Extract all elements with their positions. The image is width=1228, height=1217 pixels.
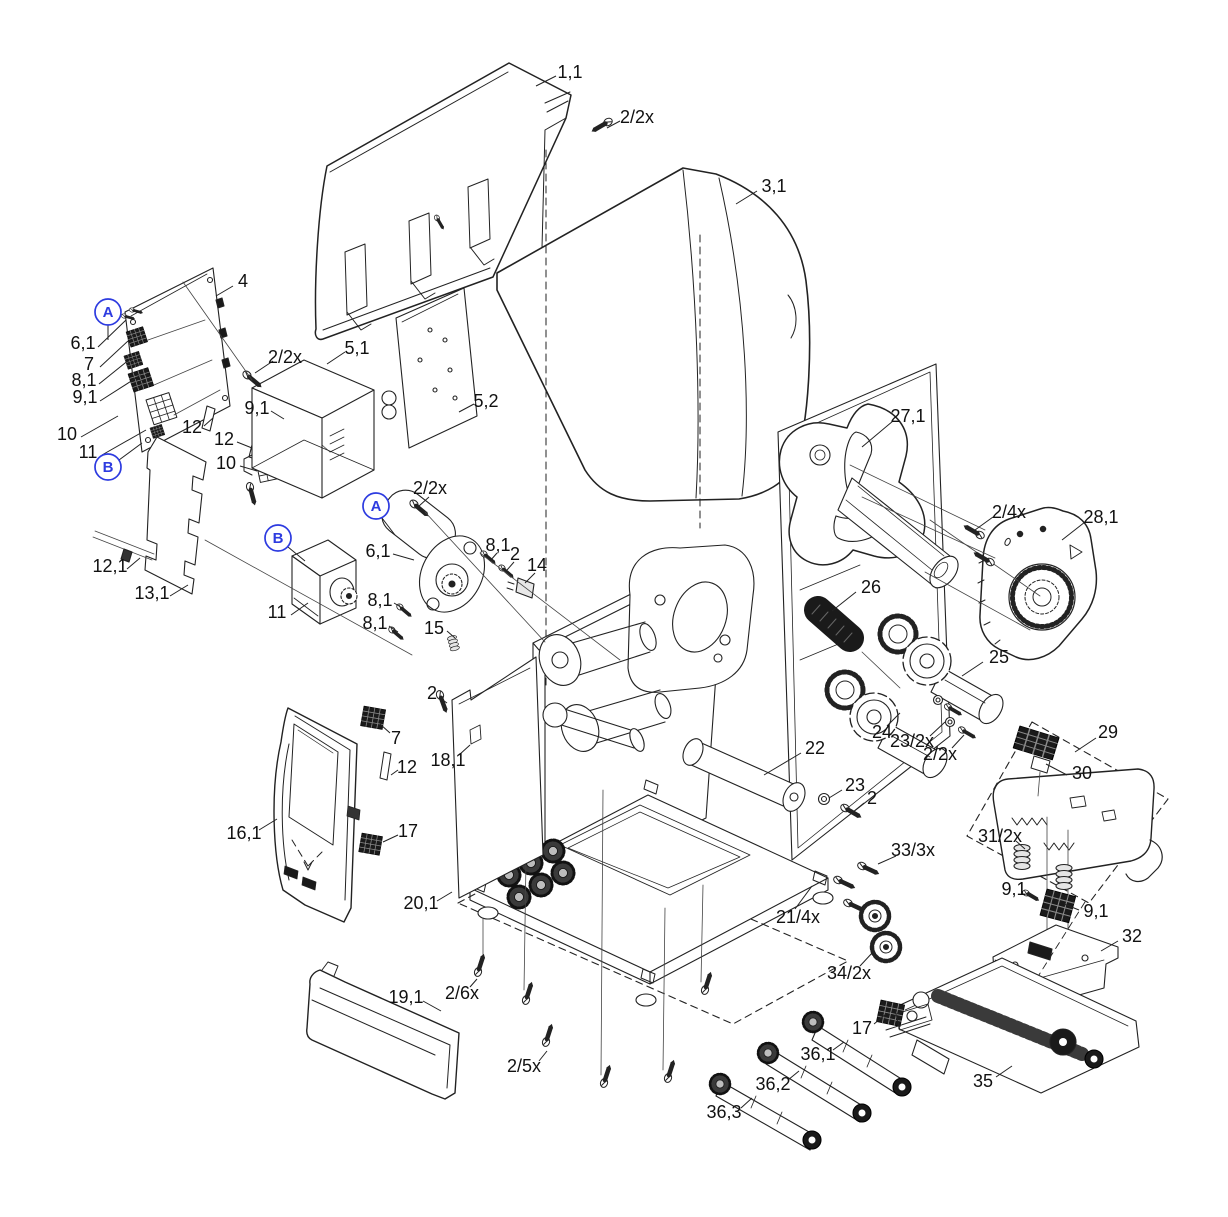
part-label-23/2x: 23/2x [890, 731, 934, 751]
part-label-29: 29 [1098, 722, 1118, 742]
part-label-25: 25 [989, 647, 1009, 667]
part-label-23: 23 [845, 775, 865, 795]
svg-text:A: A [103, 304, 114, 321]
stepper-motor-6-1 [381, 489, 486, 613]
front-cover-19-1 [306, 961, 460, 1100]
part-label-12: 12 [182, 417, 202, 437]
svg-text:B: B [103, 459, 114, 476]
part-label-11: 11 [268, 602, 287, 622]
part-label-2/2x: 2/2x [413, 478, 447, 498]
part-label-22: 22 [805, 738, 825, 758]
part-label-2/2x: 2/2x [620, 107, 654, 127]
part-label-6,1: 6,1 [365, 541, 390, 561]
media-hub-27-1 [778, 403, 959, 589]
part-label-17: 17 [852, 1018, 872, 1038]
part-label-24: 24 [872, 722, 892, 742]
part-label-21/4x: 21/4x [776, 907, 820, 927]
part-label-8,1: 8,1 [485, 535, 510, 555]
part-label-8,1: 8,1 [71, 370, 96, 390]
part-label-36,2: 36,2 [755, 1074, 790, 1094]
part-label-2: 2 [867, 788, 877, 808]
chassis-center [532, 544, 755, 903]
inner-plate-18-1 [451, 656, 544, 899]
part-label-9,1: 9,1 [244, 398, 269, 418]
part-label-5,2: 5,2 [473, 391, 498, 411]
part-label-34/2x: 34/2x [827, 963, 871, 983]
part-label-2/2x: 2/2x [268, 347, 302, 367]
part-label-9,1: 9,1 [1083, 901, 1108, 921]
part-label-36,1: 36,1 [800, 1044, 835, 1064]
callout-A: A [362, 492, 390, 520]
part-label-5,1: 5,1 [344, 338, 369, 358]
part-label-17: 17 [398, 821, 418, 841]
part-label-35: 35 [973, 1071, 993, 1091]
hood-cover-3-1 [496, 149, 811, 689]
gear-motor-11 [291, 539, 358, 625]
part-label-2/6x: 2/6x [445, 983, 479, 1003]
part-label-20,1: 20,1 [403, 893, 438, 913]
part-label-16,1: 16,1 [226, 823, 261, 843]
part-label-9,1: 9,1 [1001, 879, 1026, 899]
part-label-27,1: 27,1 [890, 406, 925, 426]
part-label-33/3x: 33/3x [891, 840, 935, 860]
guide-rollers-36 [708, 1010, 912, 1151]
part-label-8,1: 8,1 [362, 613, 387, 633]
rewind-roller-26 [804, 596, 901, 689]
ribbon-shaft-25 [880, 616, 1004, 725]
callout-B: B [264, 524, 292, 552]
part-label-36,3: 36,3 [706, 1102, 741, 1122]
part-label-12: 12 [214, 429, 234, 449]
part-label-12,1: 12,1 [92, 556, 127, 576]
part-label-8,1: 8,1 [367, 590, 392, 610]
part-label-28,1: 28,1 [1083, 507, 1118, 527]
part-label-11: 11 [79, 442, 98, 462]
small-fasteners-motor-area [385, 498, 535, 714]
callout-A: A [94, 298, 122, 326]
top-cover-panel-1-1 [314, 62, 572, 341]
svg-text:A: A [371, 498, 382, 515]
part-label-26: 26 [861, 577, 881, 597]
part-label-2/5x: 2/5x [507, 1056, 541, 1076]
shaft-fasteners-right [932, 694, 980, 743]
part-label-2/4x: 2/4x [992, 502, 1026, 522]
part-label-2/2x: 2/2x [923, 744, 957, 764]
svg-text:B: B [273, 530, 284, 547]
part-label-15: 15 [424, 618, 444, 638]
part-label-30: 30 [1072, 763, 1092, 783]
part-label-10: 10 [216, 453, 236, 473]
part-label-10: 10 [57, 424, 77, 444]
part-label-2: 2 [427, 683, 437, 703]
ribbon-shaft-24 [827, 672, 948, 779]
part-label-13,1: 13,1 [134, 583, 169, 603]
part-label-18,1: 18,1 [430, 750, 465, 770]
pcb-5-2 [381, 287, 478, 449]
electronics-pcb-4 [119, 267, 231, 453]
part-label-7: 7 [391, 728, 401, 748]
front-bezel-16-1 [273, 705, 392, 923]
base-plate-20-1 [457, 779, 881, 1088]
callout-B: B [94, 453, 122, 481]
part-label-1,1: 1,1 [557, 62, 582, 82]
power-supply-5-1 [241, 359, 375, 499]
part-label-2: 2 [510, 544, 520, 564]
platen-roller-22 [682, 738, 863, 821]
explosion-lines [182, 281, 1041, 661]
part-label-6,1: 6,1 [70, 333, 95, 353]
part-label-12: 12 [397, 757, 417, 777]
part-label-19,1: 19,1 [388, 987, 423, 1007]
part-label-4: 4 [238, 271, 248, 291]
part-label-31/2x: 31/2x [978, 826, 1022, 846]
roller-assembly-35 [861, 902, 1140, 1094]
part-label-7: 7 [84, 354, 94, 374]
media-guide-plate-13-1 [92, 436, 207, 595]
part-label-9,1: 9,1 [72, 387, 97, 407]
printhead-assembly-29 [966, 721, 1169, 954]
hand-wheel-28-1 [977, 506, 1098, 661]
part-label-32: 32 [1122, 926, 1142, 946]
part-label-3,1: 3,1 [761, 176, 786, 196]
part-label-14: 14 [527, 555, 547, 575]
